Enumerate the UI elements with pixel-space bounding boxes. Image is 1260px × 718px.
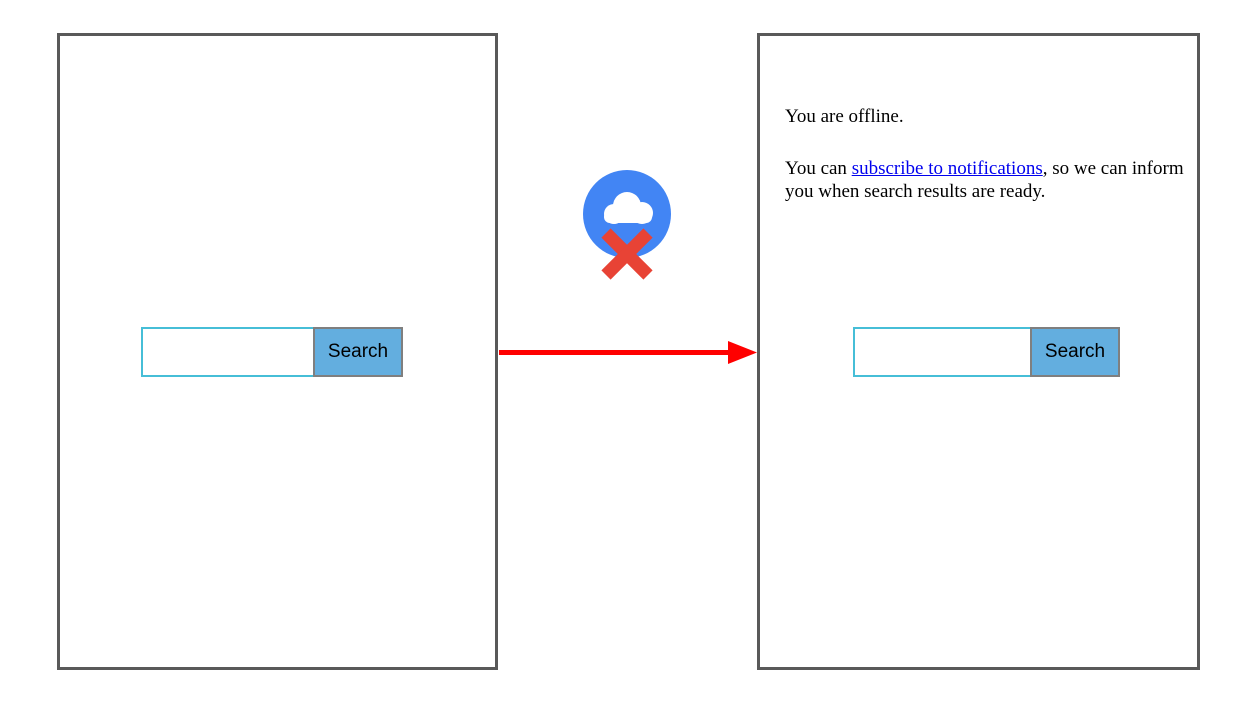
offline-status-text: You are offline. bbox=[785, 106, 904, 127]
left-page-panel: Search bbox=[57, 33, 498, 670]
search-input[interactable] bbox=[855, 329, 1030, 375]
notify-prefix-text: You can bbox=[785, 158, 852, 179]
notify-suffix-text: , so we can inform you when search resul… bbox=[785, 158, 1184, 202]
search-widget: Search bbox=[141, 327, 403, 377]
search-input[interactable] bbox=[143, 329, 313, 375]
cloud-offline-icon bbox=[583, 170, 671, 280]
flow-arrow-icon bbox=[499, 341, 757, 364]
notify-text: You can subscribe to notifications, so w… bbox=[785, 157, 1193, 203]
search-button[interactable]: Search bbox=[1030, 327, 1120, 377]
search-widget: Search bbox=[853, 327, 1120, 377]
search-button[interactable]: Search bbox=[313, 327, 403, 377]
right-page-panel: You are offline. You can subscribe to no… bbox=[757, 33, 1200, 670]
red-x-icon bbox=[601, 228, 653, 280]
subscribe-notifications-link[interactable]: subscribe to notifications bbox=[851, 158, 1043, 179]
cloud-icon bbox=[604, 192, 653, 224]
